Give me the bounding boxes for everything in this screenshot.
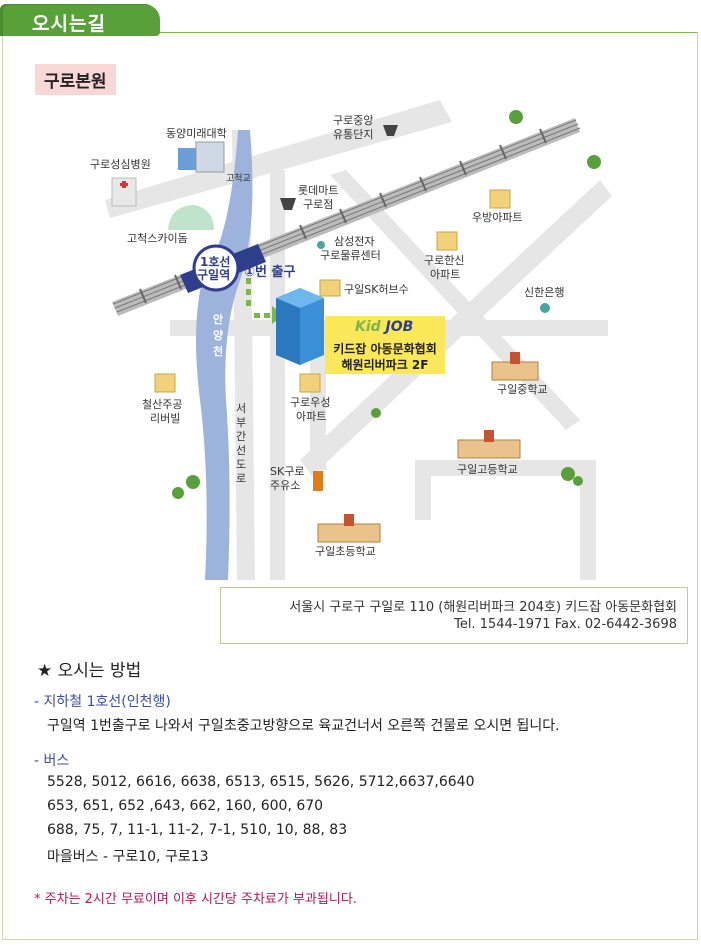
label-gocheok-dome: 고척스카이돔	[127, 232, 188, 245]
tree-icon	[587, 155, 601, 169]
subway-heading: - 지하철 1호선(인천행)	[34, 694, 171, 710]
label-shinhan: 신한은행	[524, 286, 565, 299]
apartment-icon-sk-hub	[319, 279, 341, 297]
address-box: 서울시 구로구 구일로 110 (해원리버파크 204호) 키드잡 아동문화협회…	[220, 587, 688, 644]
bus-line: 마을버스 - 구로10, 구로13	[47, 849, 209, 865]
label-hanshin-1: 구로한신	[424, 254, 465, 267]
label-seobu-3: 간	[236, 430, 247, 443]
tree-icon	[371, 408, 381, 418]
apartment-icon-hanshin	[436, 231, 458, 251]
school-icon-high	[457, 430, 521, 459]
label-exit: ①번 출구	[244, 265, 296, 280]
label-samsung-1: 삼성전자	[334, 235, 375, 248]
apartment-icon-cheolsan	[154, 373, 176, 393]
parking-notice: * 주차는 2시간 무료이며 이후 시간당 주차료가 부과됩니다.	[34, 892, 357, 907]
river-anyang	[196, 130, 253, 580]
label-seobu-1: 서	[236, 402, 247, 415]
location-map	[105, 100, 612, 580]
school-icon-elem	[317, 514, 381, 543]
label-woosung-2: 아파트	[296, 410, 327, 423]
kidjob-logo-job: JOB	[385, 319, 414, 335]
directions-title: ★ 오시는 방법	[37, 661, 142, 681]
subway-directions: 구일역 1번출구로 나와서 구일초중고방향으로 육교건너서 오른쪽 건물로 오시…	[47, 718, 560, 734]
label-lotte-1: 롯데마트	[298, 184, 339, 197]
label-woosung-1: 구로우성	[290, 396, 331, 409]
label-guro-hospital: 구로성심병원	[90, 158, 151, 171]
university-icon	[178, 141, 225, 173]
label-seobu-4: 선	[236, 444, 247, 457]
samsung-dot-icon	[317, 241, 325, 249]
tree-icon	[573, 476, 583, 486]
label-guro-market-2: 유통단지	[333, 128, 374, 141]
road-diagonal-1	[105, 100, 452, 218]
station-marker-icon	[192, 244, 240, 292]
kidjob-logo-kid: Kid	[355, 319, 381, 335]
label-sk-gas-2: 주유소	[270, 479, 301, 492]
label-hanshin-2: 아파트	[430, 268, 461, 281]
header-tab: 오시는길	[0, 4, 160, 36]
kidjob-building-icon	[276, 288, 324, 365]
label-lotte-2: 구로점	[303, 198, 334, 211]
apartment-icon-woosung	[299, 373, 321, 393]
label-seobu-6: 로	[236, 472, 247, 485]
label-dongyang: 동양미래대학	[166, 127, 227, 140]
label-seobu-2: 부	[236, 416, 247, 429]
label-station-line: 1호선	[200, 255, 231, 269]
label-cheolsan-2: 리버빌	[150, 412, 181, 425]
road-lower-left	[415, 460, 431, 520]
tree-icon	[172, 487, 184, 499]
label-cheolsan-1: 철산주공	[142, 398, 183, 411]
label-sk-gas-1: SK구로	[270, 465, 305, 478]
bus-heading: - 버스	[34, 753, 70, 769]
label-woobang: 우방아파트	[472, 211, 523, 224]
label-river-1: 안	[213, 313, 224, 326]
label-guil-elem: 구일초등학교	[315, 545, 376, 558]
branch-label: 구로본원	[35, 64, 116, 95]
label-river-2: 양	[213, 329, 224, 342]
tree-icon	[509, 110, 523, 124]
gas-station-icon	[313, 471, 323, 491]
contact-text: Tel. 1544-1971 Fax. 02-6442-3698	[454, 617, 677, 632]
kidjob-name: 키드잡 아동문화협회	[333, 342, 437, 356]
tree-icon	[561, 467, 575, 481]
label-station-name: 구일역	[197, 268, 231, 282]
bus-line: 5528, 5012, 6616, 6638, 6513, 6515, 5626…	[47, 774, 475, 790]
kidjob-floor: 해원리버파크 2F	[341, 358, 429, 372]
address-text: 서울시 구로구 구일로 110 (해원리버파크 204호) 키드잡 아동문화협회	[289, 600, 677, 615]
gocheok-dome-icon	[168, 205, 214, 230]
apartment-icon-woobang	[489, 189, 511, 209]
bus-line: 688, 75, 7, 11-1, 11-2, 7-1, 510, 10, 88…	[47, 822, 348, 838]
label-guil-sk: 구일SK허브수	[344, 283, 409, 296]
label-gocheok-bridge: 고척교	[226, 174, 251, 184]
label-guil-middle: 구일중학교	[497, 383, 548, 396]
label-guro-market-1: 구로중앙	[333, 114, 374, 127]
label-guil-high: 구일고등학교	[457, 463, 518, 476]
road-small	[310, 330, 326, 470]
page-title: 오시는길	[32, 13, 106, 35]
road-vertical-2	[270, 170, 285, 580]
tree-icon	[186, 475, 200, 489]
label-samsung-2: 구로물류센터	[320, 249, 381, 262]
road-lower	[415, 460, 595, 476]
shinhan-dot-icon	[540, 303, 550, 313]
bus-line: 653, 651, 652 ,643, 662, 160, 600, 670	[47, 798, 324, 814]
kidjob-signboard: Kid JOB 키드잡 아동문화협회 해원리버파크 2F	[325, 316, 445, 374]
school-icon-middle	[491, 352, 539, 381]
label-seobu-5: 도	[236, 458, 247, 471]
shopping-bag-icon-lotte	[280, 198, 296, 210]
hospital-icon	[111, 177, 137, 207]
road-lower-right	[580, 460, 596, 580]
label-river-3: 천	[213, 345, 224, 358]
shopping-bag-icon-guro-market	[383, 125, 398, 136]
